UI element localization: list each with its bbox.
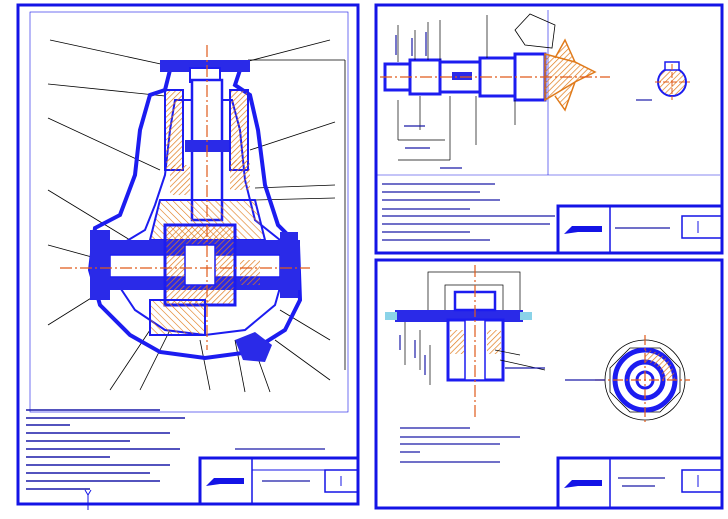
hub-dimension-labels bbox=[399, 335, 545, 375]
reducer-housing bbox=[87, 60, 303, 362]
sheet-hub bbox=[374, 258, 724, 510]
title-block-assembly bbox=[198, 456, 360, 506]
differential-center bbox=[163, 223, 237, 307]
seal-hatch-2 bbox=[170, 165, 190, 195]
title-block-hub bbox=[556, 456, 724, 510]
shaft-section bbox=[655, 61, 690, 100]
flange-tip-left bbox=[385, 312, 397, 320]
flange-tip-right bbox=[520, 312, 532, 320]
diff-core bbox=[184, 244, 216, 286]
pinion-teeth bbox=[544, 38, 597, 112]
seal-hatch-1 bbox=[230, 160, 250, 190]
sheet-frame bbox=[16, 3, 360, 506]
top-flange bbox=[160, 60, 250, 72]
title-block-shaft bbox=[556, 204, 724, 255]
shaft-dimensions bbox=[397, 15, 516, 161]
technical-notes-shaft bbox=[382, 183, 555, 241]
bearing-housing-right bbox=[229, 89, 249, 171]
logo-mark bbox=[206, 478, 244, 486]
lower-gear bbox=[149, 299, 206, 336]
shaft-keyway bbox=[452, 72, 472, 80]
logo-mark bbox=[564, 226, 602, 234]
housing-outline bbox=[87, 68, 303, 361]
hub-part bbox=[385, 271, 532, 382]
logo-mark bbox=[564, 480, 602, 488]
drain-plug bbox=[235, 332, 272, 362]
hub-hatch-left bbox=[450, 330, 464, 354]
technical-notes-hub bbox=[400, 427, 520, 463]
sheet-frame bbox=[374, 258, 724, 510]
sheet-shaft bbox=[374, 3, 724, 255]
hub-top-view bbox=[565, 335, 690, 425]
centerlines-assembly bbox=[60, 45, 310, 350]
callout-leaders-right bbox=[244, 39, 346, 370]
right-hub bbox=[280, 232, 298, 298]
shaft-dimension-labels bbox=[395, 32, 652, 169]
bearing-housing-left bbox=[164, 89, 184, 171]
sheet-assembly bbox=[16, 3, 360, 510]
sheet-frame bbox=[374, 3, 724, 255]
technical-notes-assembly bbox=[26, 409, 325, 490]
seal-hatch-3 bbox=[240, 260, 260, 285]
coordinate-y-icon bbox=[84, 489, 92, 510]
gear-sketch bbox=[514, 13, 556, 49]
drawing-area-border bbox=[29, 11, 349, 413]
left-hub bbox=[90, 230, 110, 300]
hub-hatch-right bbox=[487, 330, 501, 354]
